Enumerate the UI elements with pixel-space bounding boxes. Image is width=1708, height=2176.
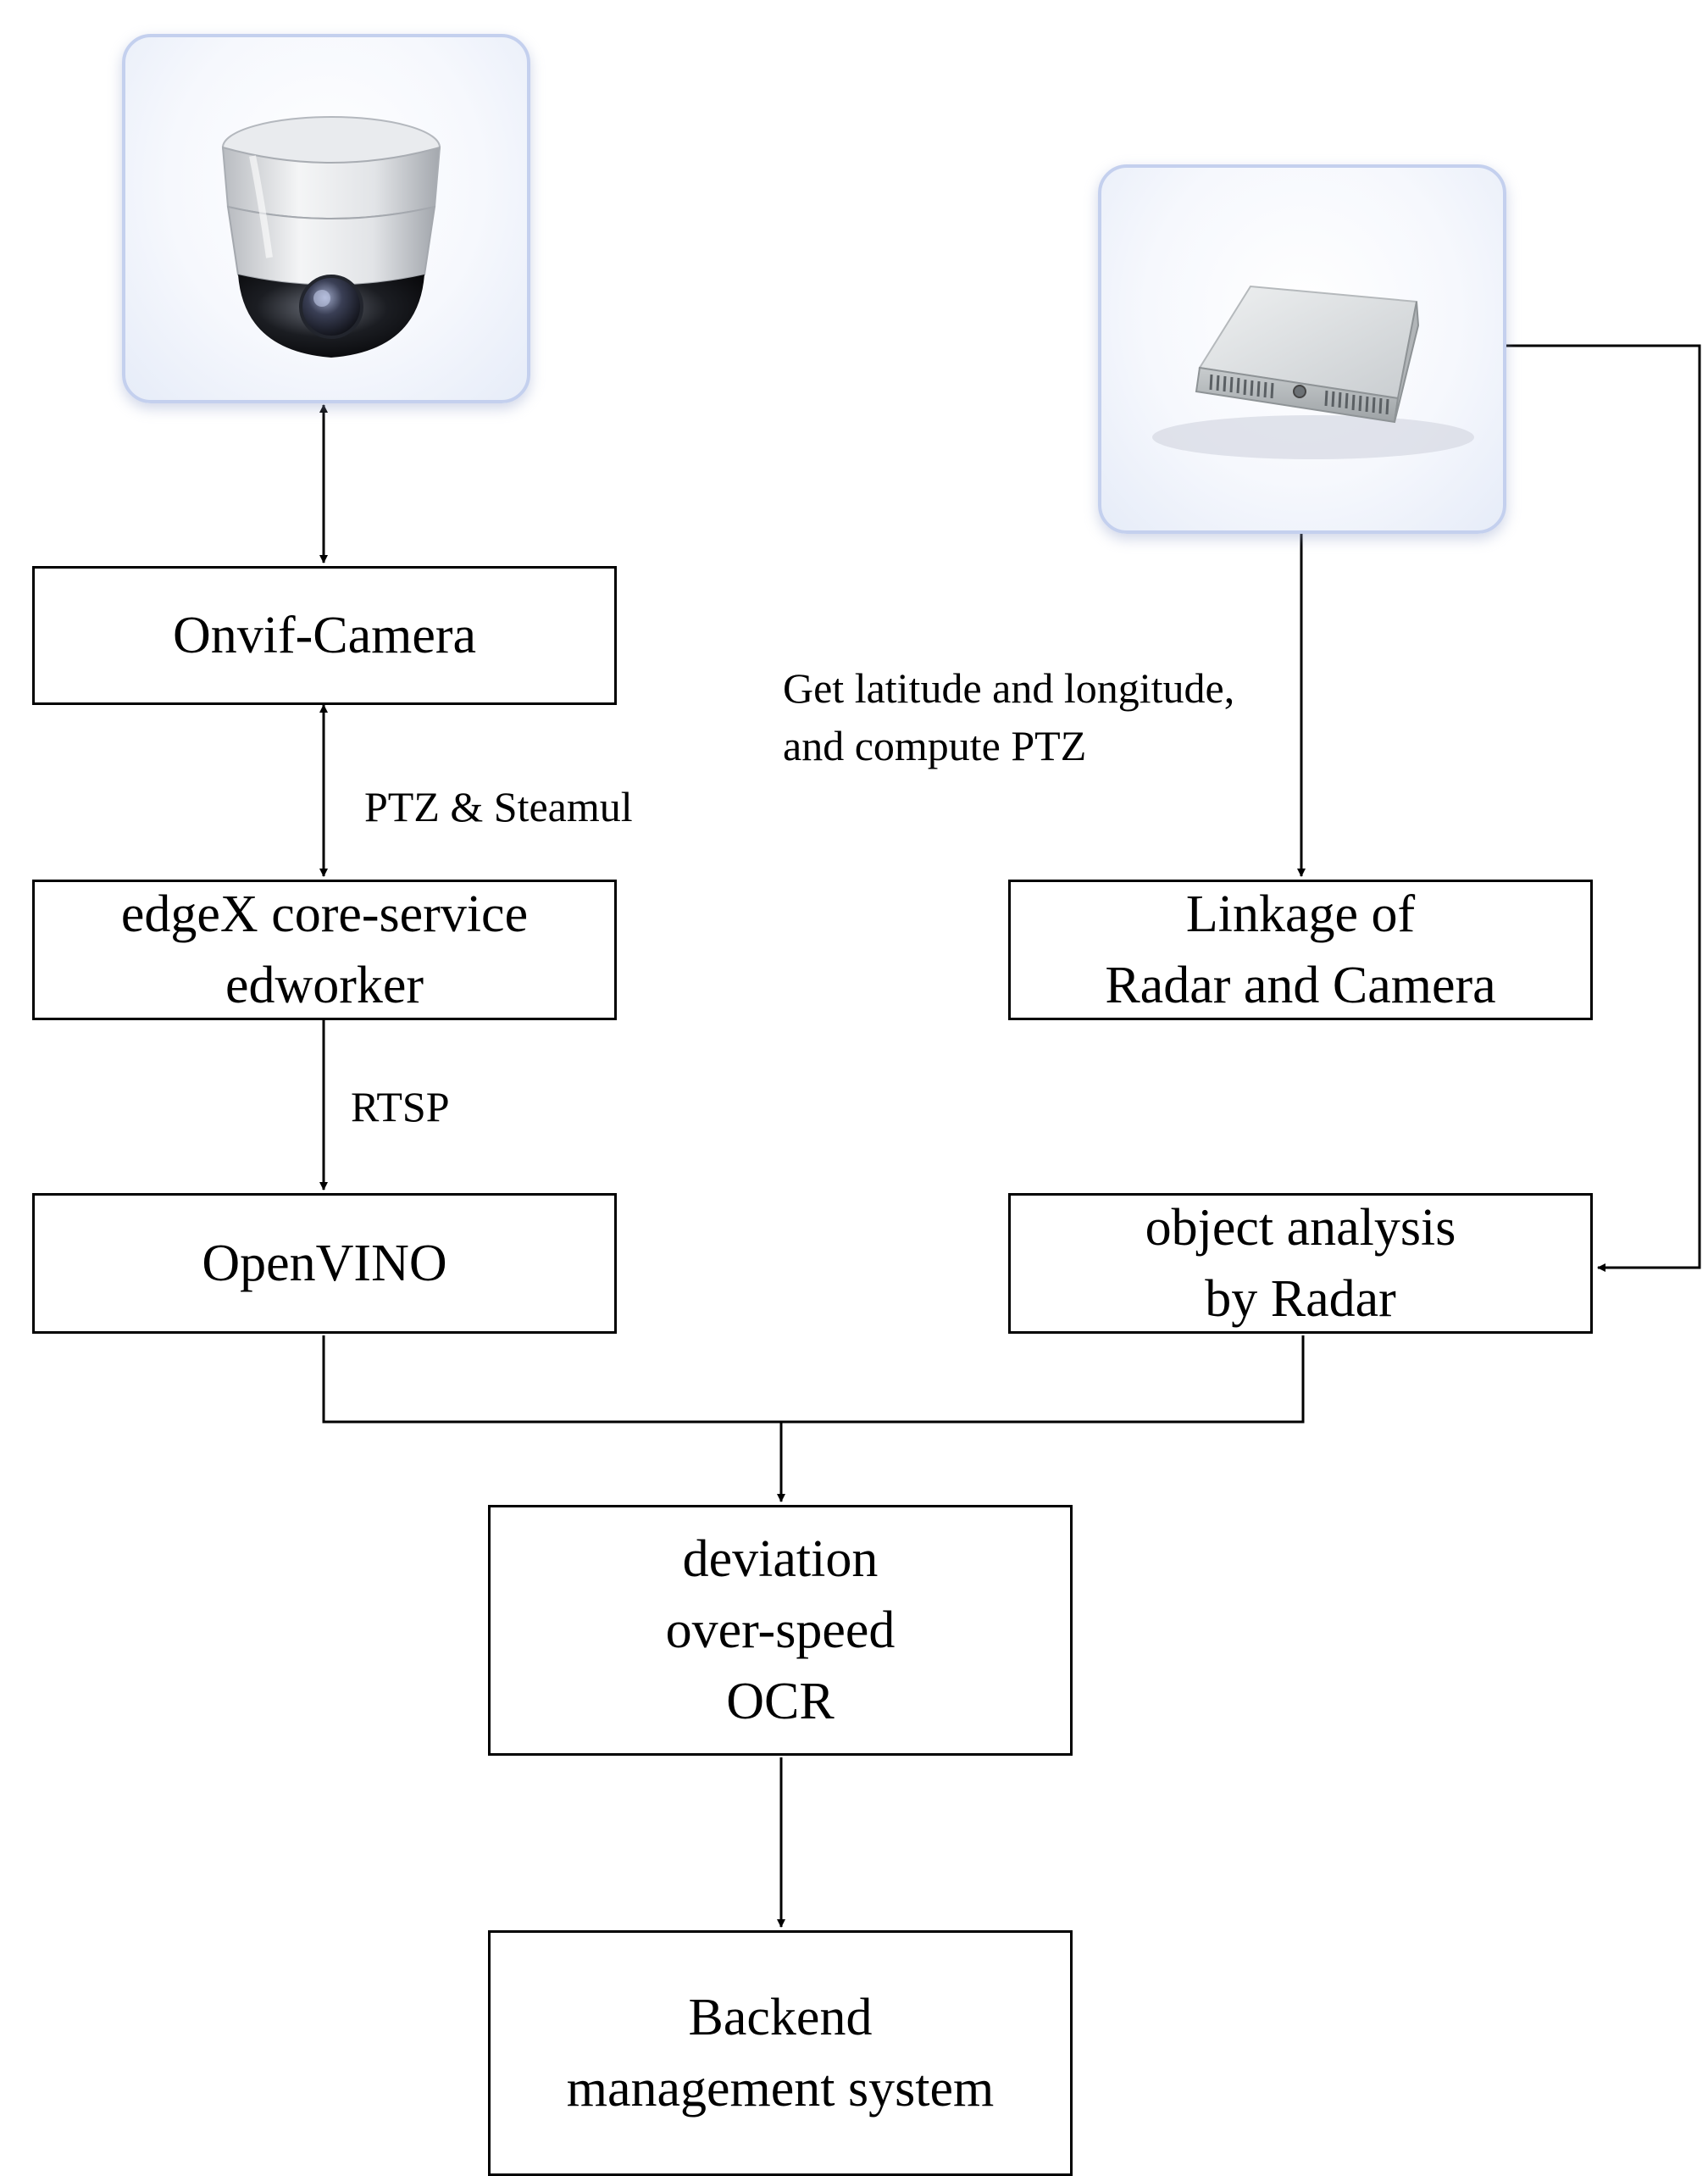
edgex-line-2: edworker (225, 957, 424, 1014)
ptz-edge-label: PTZ & Steamul (364, 783, 633, 830)
openvino-label: OpenVINO (202, 1235, 447, 1292)
linkage-line-1: Linkage of (1185, 885, 1416, 943)
openvino-node: OpenVINO (32, 1193, 617, 1334)
onvif-camera-node: Onvif-Camera (32, 566, 617, 705)
object-analysis-node: object analysis by Radar (1008, 1193, 1593, 1334)
backend-line-1: Backend (688, 1989, 873, 2046)
camera-image-card (122, 34, 530, 403)
object-analysis-line-2: by Radar (1205, 1270, 1396, 1328)
rtsp-edge-label: RTSP (351, 1083, 450, 1130)
edgex-core-service-node: edgeX core-service edworker (32, 880, 617, 1020)
backend-line-2: management system (566, 2060, 995, 2118)
radar-to-object-analysis-arrow (1505, 344, 1701, 1272)
radar-image-card (1098, 164, 1506, 534)
openvino-merge-line (322, 1335, 1305, 1424)
radar-unit-icon (1152, 285, 1474, 459)
analytics-line-3: OCR (726, 1673, 835, 1730)
linkage-radar-camera-node: Linkage of Radar and Camera (1008, 880, 1593, 1020)
analytics-line-2: over-speed (665, 1601, 896, 1659)
analytics-line-1: deviation (682, 1530, 879, 1588)
linkage-line-2: Radar and Camera (1105, 957, 1496, 1014)
object-analysis-line-1: object analysis (1145, 1199, 1456, 1257)
onvif-camera-label: Onvif-Camera (172, 607, 477, 664)
latlon-edge-label-line-2: and compute PTZ (783, 722, 1087, 769)
latlon-edge-label-line-1: Get latitude and longitude, (783, 664, 1235, 712)
analytics-node: deviation over-speed OCR (488, 1505, 1073, 1756)
backend-management-node: Backend management system (488, 1930, 1073, 2176)
dome-camera-icon (221, 116, 441, 358)
edgex-line-1: edgeX core-service (120, 885, 529, 943)
